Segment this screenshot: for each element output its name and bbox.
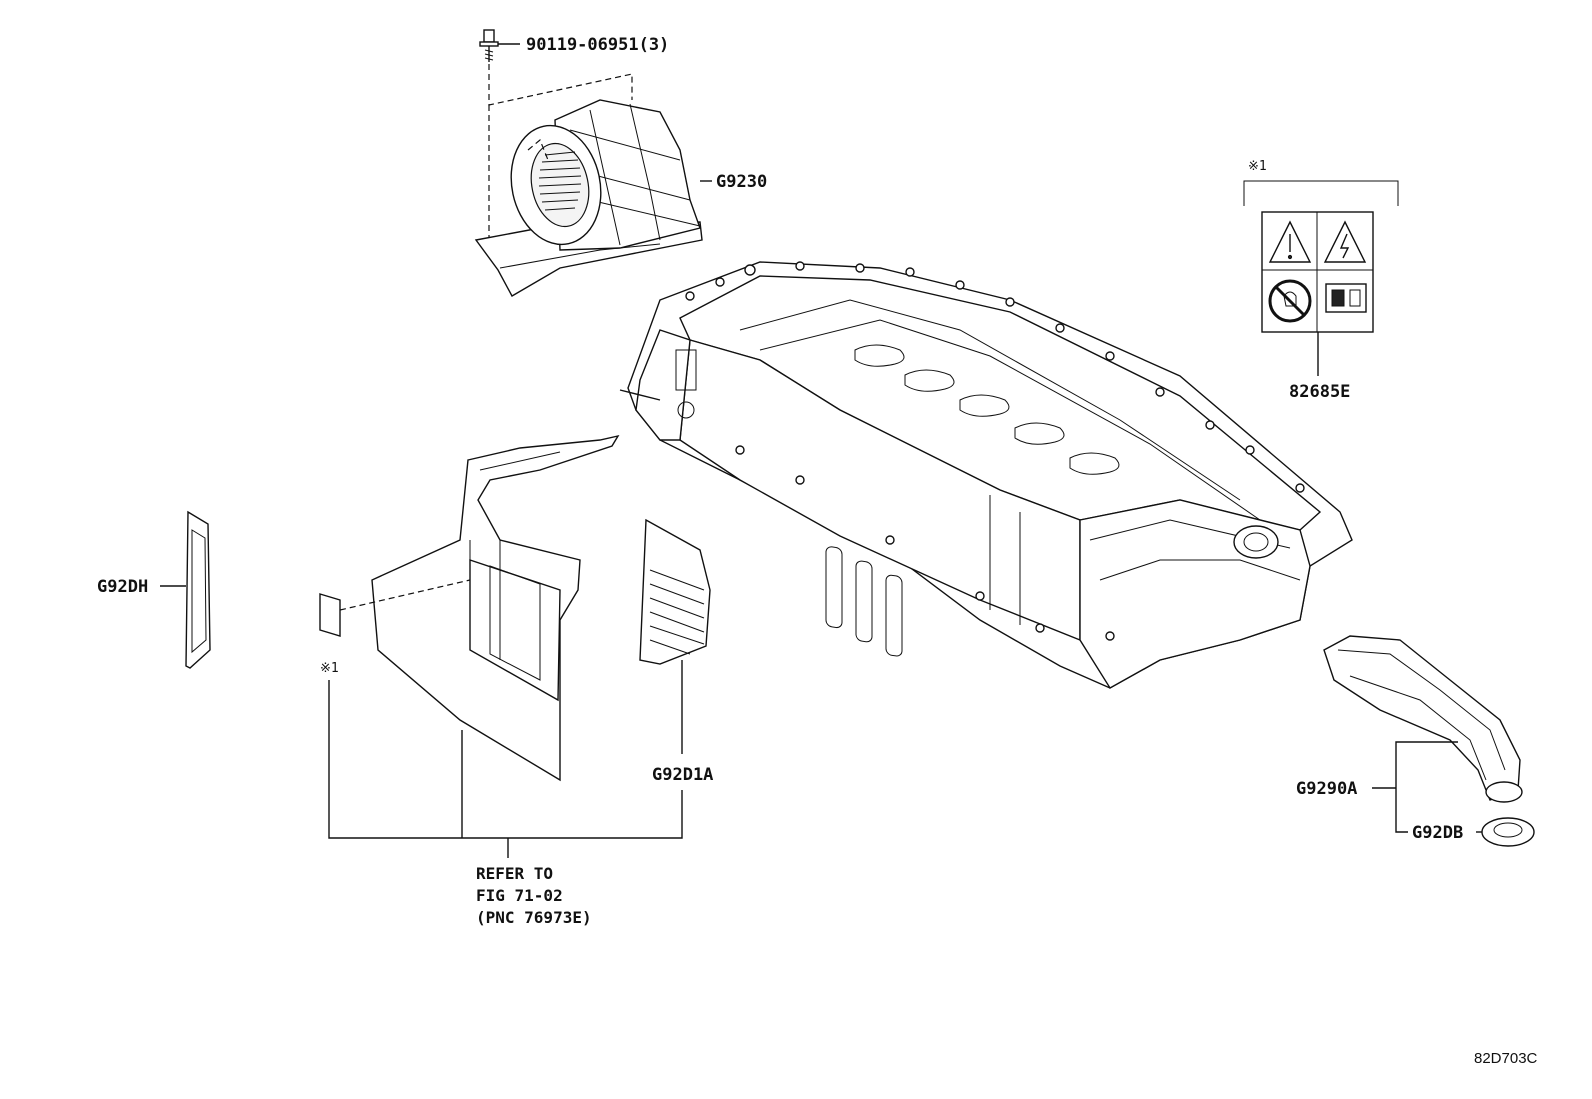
grommet (1481, 817, 1535, 847)
note-mark-top: ※1 (1248, 159, 1267, 174)
exhaust-hose (1323, 635, 1523, 803)
hose-callout: G9290A (1296, 779, 1357, 799)
duct-callout: G92D1A (652, 765, 713, 785)
label-callout: 82685E (1289, 382, 1350, 402)
bolt-callout: 90119-06951(3) (526, 35, 669, 55)
outlet-duct (639, 518, 711, 665)
left-seal-plate (160, 510, 211, 669)
blower-callout: G9230 (716, 172, 767, 192)
bolt-part (479, 29, 520, 62)
note-mark-left: ※1 (320, 661, 339, 676)
label-bracket (1243, 180, 1399, 206)
reference-line-1: REFER TO (476, 864, 553, 883)
drawing-code: 82D703C (1474, 1050, 1538, 1067)
reference-bracket (328, 680, 683, 858)
reference-line-2: FIG 71-02 (476, 886, 563, 905)
battery-pack (619, 261, 1353, 689)
intake-duct-assembly (371, 434, 620, 782)
left-plate-callout: G92DH (97, 577, 148, 597)
grommet-callout: G92DB (1412, 823, 1463, 843)
caution-label (1261, 211, 1374, 333)
blower-assembly (474, 64, 712, 297)
hose-callout-bracket (1372, 741, 1482, 833)
reference-line-3: (PNC 76973E) (476, 908, 592, 927)
seal-pad (319, 579, 471, 637)
